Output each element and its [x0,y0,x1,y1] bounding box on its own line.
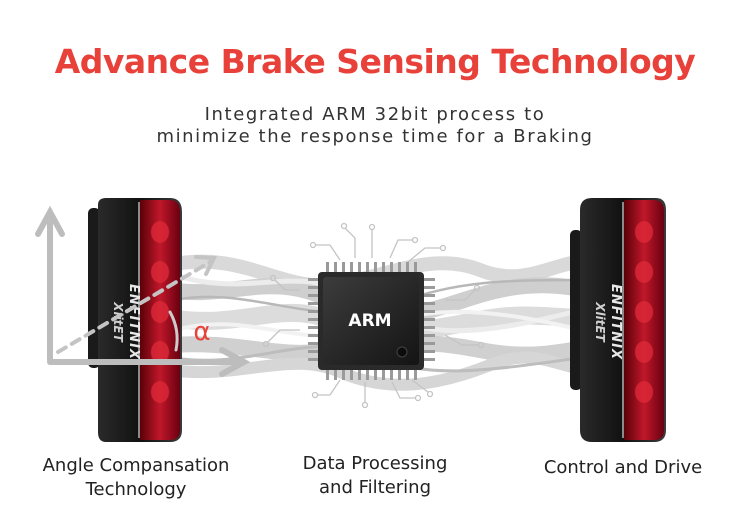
angle-alpha-symbol: α [193,317,210,347]
caption-angle-line-1: Angle Compansation [42,455,230,476]
subtitle-line-1: Integrated ARM 32bit process to [204,104,546,125]
chip-label: ARM [348,311,391,331]
right-tail-light [570,198,666,442]
caption-data-processing: Data Processing and Filtering [265,452,485,500]
caption-angle-line-2: Technology [85,479,187,500]
angle-axes [35,205,251,377]
left-light-model: XlitET [111,301,125,342]
left-tail-light [88,198,182,442]
caption-angle-compensation: Angle Compansation Technology [14,454,258,502]
right-light-brand: ENFITNIX [608,284,623,360]
headline: Advance Brake Sensing Technology [54,42,696,81]
caption-data-line-1: Data Processing [302,453,448,474]
right-light-model: XlitET [593,301,607,342]
subtitle-line-2: minimize the response time for a Braking [156,126,594,147]
caption-control-line: Control and Drive [543,457,703,478]
caption-data-line-2: and Filtering [319,477,431,498]
arm-chip [308,262,435,380]
circuit-traces [262,222,485,409]
tech-illustration: ARM ENFITNIX XlitET α ENFITNIX XlitET [35,198,666,442]
left-light-brand: ENFITNIX [126,284,141,360]
caption-control-drive: Control and Drive [510,456,736,480]
